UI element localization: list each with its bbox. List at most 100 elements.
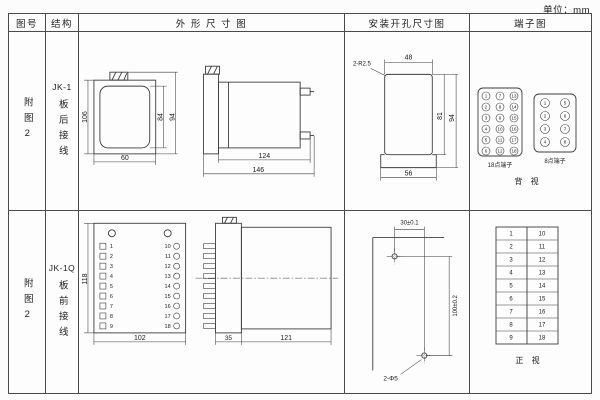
jk1q-front-terminals [99, 242, 180, 330]
jk1q-front-left-numbers: 1 2 3 4 5 6 7 8 9 [110, 244, 113, 330]
dim-label-bottom-width: 56 [405, 170, 413, 177]
terminal-number: 6 [509, 297, 513, 303]
header-mounting: 安装开孔尺寸图 [345, 14, 470, 32]
terminal-number: 14 [539, 284, 546, 290]
terminal-number: 6 [110, 294, 113, 300]
terminal-number: 1 [485, 93, 488, 98]
terminal-number: 17 [539, 323, 546, 329]
fig-no-label: 附图2 [21, 97, 33, 145]
terminal-number: 4 [544, 139, 547, 144]
row1-structure-cell: JK-1 板后接线 [46, 32, 79, 211]
terminal-number: 9 [110, 324, 113, 330]
terminal-number: 13 [511, 93, 517, 98]
terminal-number: 6 [564, 113, 567, 118]
terminal-number: 11 [539, 245, 546, 251]
terminal-number: 16 [511, 126, 517, 131]
fig-no-label: 附图2 [21, 278, 33, 326]
terminal-number: 7 [509, 310, 513, 316]
jk1q-front-view [93, 222, 187, 334]
terminal-number: 3 [485, 115, 488, 120]
jk1-outline-drawing: 106 84 94 60 [82, 65, 315, 177]
terminal-number: 2 [485, 104, 488, 109]
terminal-number: 4 [509, 271, 513, 277]
terminal-number: 9 [509, 336, 513, 342]
terminal-number: 8 [499, 104, 502, 109]
model-label: JK-1Q [48, 262, 76, 273]
terminal-number: 2 [544, 113, 547, 118]
view-label: 正 视 [515, 355, 542, 365]
terminal-table-row-lines [496, 239, 558, 332]
wiring-label: 板前接线 [56, 279, 68, 342]
terminal-number: 8 [110, 314, 113, 320]
jk1q-side-view [215, 216, 332, 334]
terminal-number: 17 [165, 314, 171, 320]
terminal-number: 18 [165, 324, 171, 330]
structure-block: JK-1Q 板前接线 [49, 263, 76, 342]
dim-label-height: 118 [82, 273, 89, 284]
terminal-number: 17 [511, 137, 517, 142]
terminal-number: 4 [485, 126, 488, 131]
terminal-number: 2 [110, 254, 113, 260]
terminal-number: 18 [511, 148, 517, 153]
terminal-number: 3 [509, 258, 513, 264]
terminal-number: 4 [110, 274, 113, 280]
dim-label-radius: 2-R2.5 [353, 61, 372, 67]
dim-label-hole-spacing-x: 30±0.1 [400, 221, 419, 227]
row1-terminal-cell: 1 2 3 4 5 6 7 8 9 10 11 12 13 14 15 16 1 [470, 32, 591, 211]
jk1q-front-right-numbers: 10 11 12 13 14 15 16 17 18 [165, 244, 171, 330]
terminal-number: 5 [485, 137, 488, 142]
hole-center-marks [386, 248, 433, 364]
jk1-front-view [93, 71, 157, 154]
jk1-terminal-diagram: 1 2 3 4 5 6 7 8 9 10 11 12 13 14 15 16 1 [477, 87, 577, 186]
dim-label-height: 106 [82, 111, 89, 123]
row2-outline-cell: 1 2 3 4 5 6 7 8 9 10 11 12 13 14 15 [79, 211, 345, 393]
terminal-number: 12 [497, 148, 503, 153]
terminal-number: 9 [499, 115, 502, 120]
row2-terminal-cell: 1 2 3 4 5 6 7 8 9 10 11 12 13 14 15 [470, 211, 591, 393]
terminal-number: 13 [165, 274, 171, 280]
row2-mounting-cell: 30±0.1 100±0.2 2-Φ5 [345, 211, 470, 393]
terminal-number: 3 [110, 264, 113, 270]
terminal-number: 7 [499, 93, 502, 98]
terminal-number: 7 [564, 126, 567, 131]
terminal-number: 1 [110, 244, 113, 250]
terminal-table-right-numbers: 10 11 12 13 14 15 16 17 18 [539, 232, 546, 342]
dim-label-body-depth: 121 [280, 335, 292, 342]
terminal-table-left-numbers: 1 2 3 4 5 6 7 8 9 [509, 232, 513, 342]
terminal-number: 14 [165, 284, 171, 290]
jk1q-mounting-drawing: 30±0.1 100±0.2 2-Φ5 [372, 221, 459, 382]
terminal-number: 5 [110, 284, 113, 290]
panel-contour [372, 237, 445, 371]
terminal-number: 13 [539, 271, 546, 277]
dim-label-total-depth: 146 [253, 166, 265, 173]
dim-label-outer-height: 94 [449, 114, 456, 122]
terminal-number: 11 [498, 137, 503, 142]
terminal-number: 16 [165, 304, 171, 310]
terminal-number: 10 [165, 244, 171, 250]
terminal-number: 5 [509, 284, 513, 290]
row2-structure-cell: JK-1Q 板前接线 [46, 211, 79, 393]
terminal-18pt-grid [481, 91, 519, 155]
view-label: 背 视 [514, 176, 541, 186]
row2-fig-no-cell: 附图2 [9, 211, 46, 393]
jk1q-side-studs [203, 243, 216, 329]
terminal-number: 15 [511, 115, 517, 120]
header-terminal: 端子图 [470, 14, 591, 32]
dim-label-tab-height: 94 [170, 113, 177, 121]
terminal-18pt-numbers: 1 2 3 4 5 6 7 8 9 10 11 12 13 14 15 16 1 [485, 93, 517, 153]
cutout-dim-lines [370, 58, 459, 181]
terminal-number: 8 [509, 323, 513, 329]
dimension-table: 图号 结构 外 形 尺 寸 图 安装开孔尺寸图 端子图 附图2 JK-1 板后接… [8, 13, 592, 394]
header-structure: 结构 [46, 14, 79, 32]
model-label: JK-1 [52, 81, 72, 92]
label-8pt: 8点端子 [544, 157, 565, 165]
terminal-number: 1 [544, 100, 547, 105]
terminal-number: 3 [544, 126, 547, 131]
terminal-8pt-numbers: 1 2 3 4 5 6 7 8 [544, 100, 567, 144]
jk1q-front-dim-lines [83, 223, 186, 345]
terminal-number: 18 [539, 336, 546, 342]
jk1q-outline-drawing: 1 2 3 4 5 6 7 8 9 10 11 12 13 14 15 [82, 216, 339, 345]
dim-label-inner-height: 84 [158, 113, 165, 121]
terminal-number: 15 [539, 297, 546, 303]
